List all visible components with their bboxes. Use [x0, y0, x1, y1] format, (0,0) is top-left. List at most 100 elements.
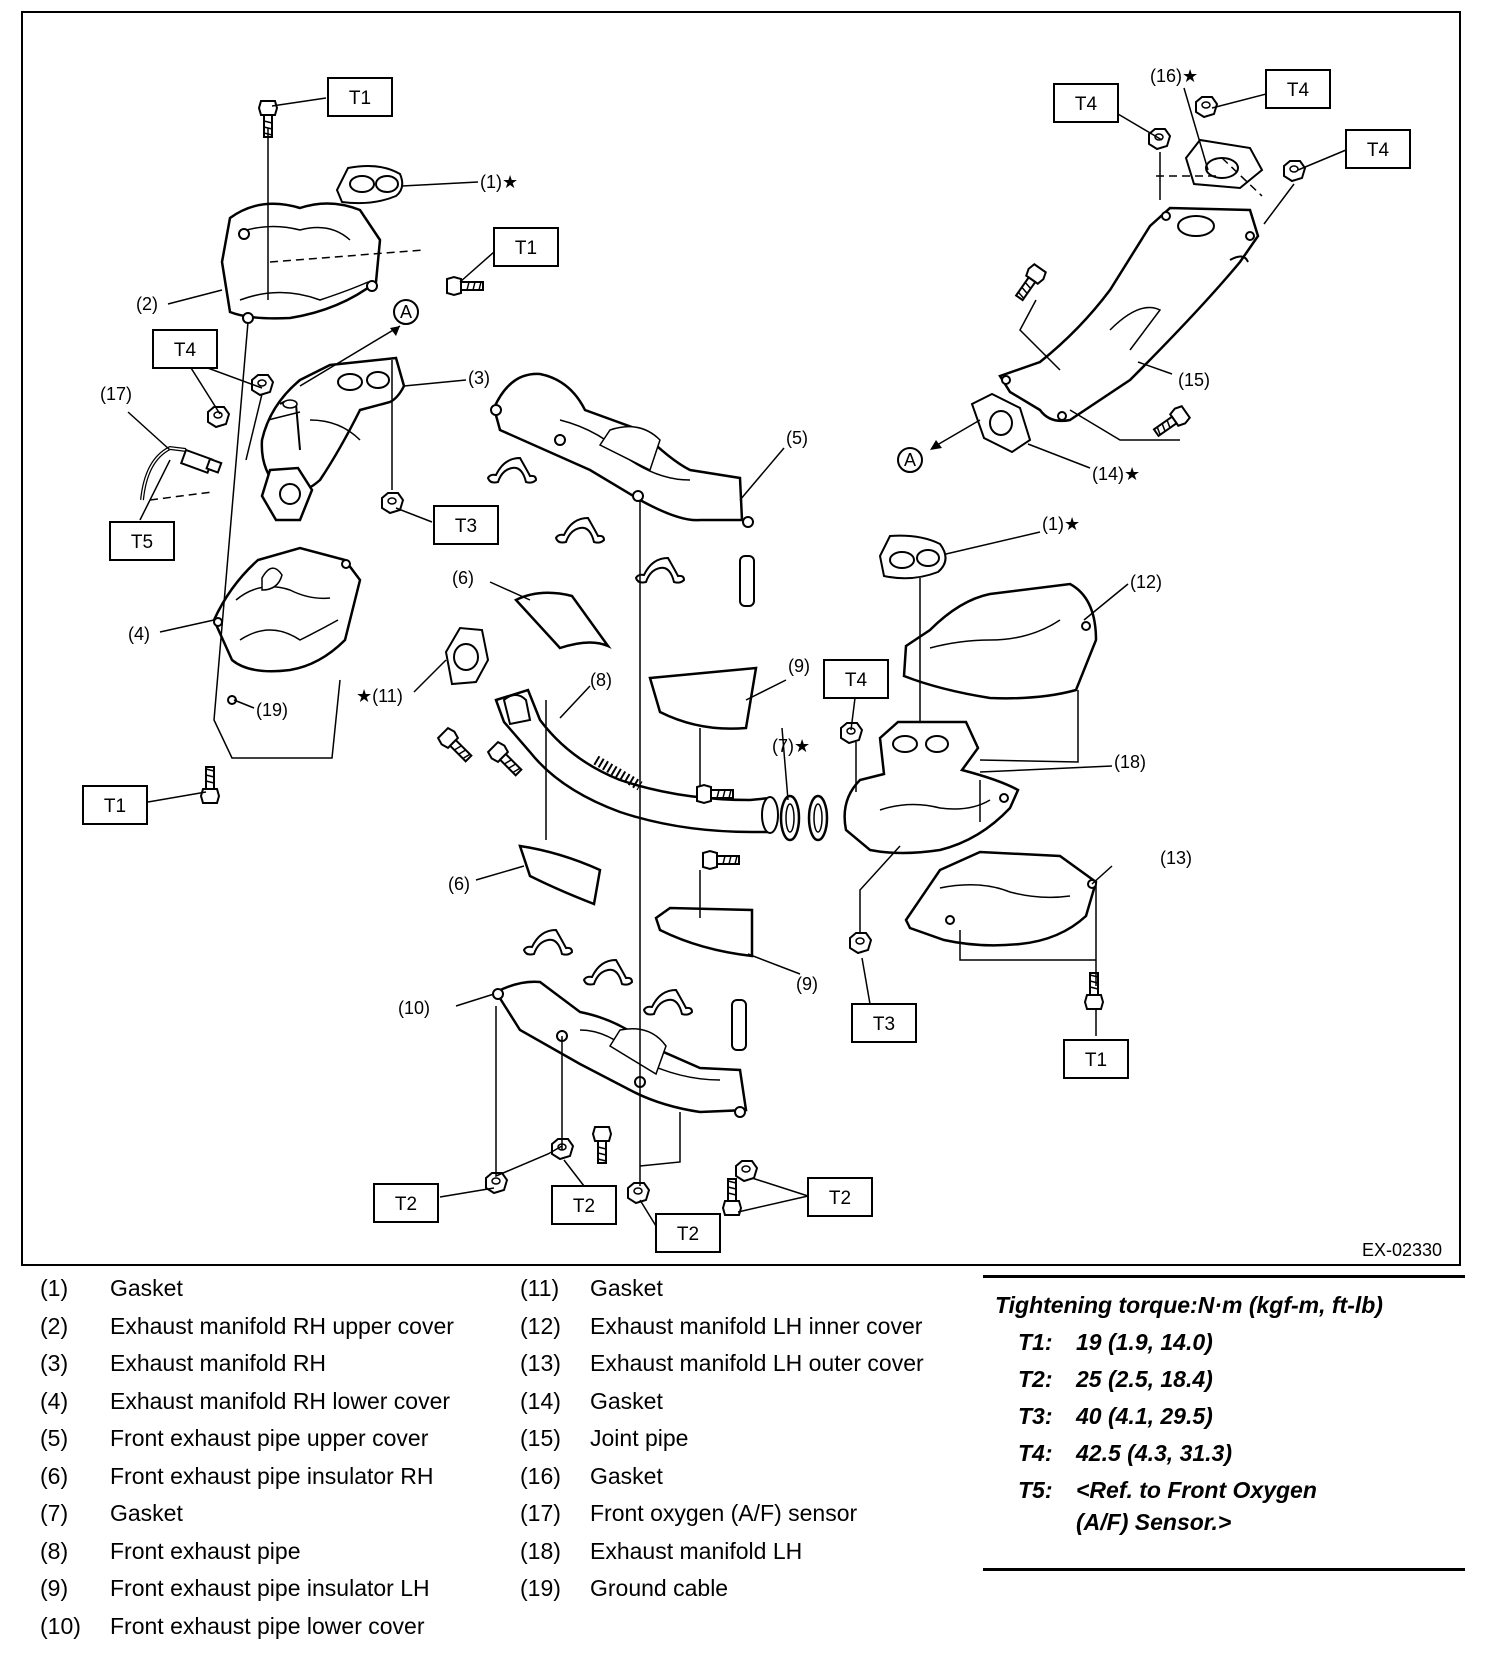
tag-t4-rh: T4 [152, 329, 218, 369]
bolt-t2-c [592, 1126, 612, 1164]
bolt-front-pipe-a [435, 725, 476, 766]
legend-number: (2) [40, 1312, 69, 1339]
legend-number: (1) [40, 1275, 69, 1301]
gasket-rh-upper [335, 165, 404, 205]
joint-pipe [998, 206, 1260, 423]
legend-item: (16)Gasket [520, 1463, 960, 1501]
dashed-reference-lines [149, 157, 1263, 501]
torque-key: T5: [1018, 1477, 1053, 1503]
nut-t3-lh [849, 932, 872, 954]
legend-part-name: Joint pipe [590, 1425, 689, 1451]
tag-t2-b: T2 [551, 1185, 617, 1225]
legend-item: (13)Exhaust manifold LH outer cover [520, 1350, 960, 1388]
callout-6-upper: (6) [452, 568, 474, 588]
legend-item: (17)Front oxygen (A/F) sensor [520, 1500, 960, 1538]
tag-t1-lh: T1 [1063, 1039, 1129, 1079]
gasket-7 [779, 794, 829, 842]
parts-legend-left: (1)Gasket(2)Exhaust manifold RH upper co… [40, 1275, 500, 1650]
front-exhaust-pipe-insulator-rh-upper [513, 591, 612, 650]
tag-t1-bottom-left: T1 [82, 785, 148, 825]
front-exhaust-pipe-lower-cover [492, 980, 748, 1118]
legend-part-name: Gasket [110, 1275, 183, 1301]
legend-item: (10)Front exhaust pipe lower cover [40, 1613, 500, 1651]
tag-t2-c-label: T2 [677, 1224, 699, 1245]
callout-11: ★(11) [356, 686, 403, 706]
legend-part-name: Front exhaust pipe insulator LH [110, 1575, 430, 1601]
hanger-rubber-upper [739, 555, 755, 607]
legend-number: (16) [520, 1462, 561, 1489]
torque-value-cont: (A/F) Sensor.> [1076, 1509, 1232, 1535]
clamp-3 [635, 557, 685, 584]
exploded-view-diagram: A A [21, 11, 1461, 1266]
legend-item: (7)Gasket [40, 1500, 500, 1538]
exhaust-manifold-rh [260, 356, 406, 522]
bolt-t2-f [722, 1178, 742, 1216]
callout-8: (8) [590, 670, 612, 690]
torque-title: Tightening torque:N·m (kgf-m, ft-lb) [995, 1292, 1383, 1318]
callout-19: (19) [256, 700, 288, 720]
legend-item: (5)Front exhaust pipe upper cover [40, 1425, 500, 1463]
tag-t1-cover: T1 [493, 227, 559, 267]
callout-4: (4) [128, 624, 150, 644]
clamp-4 [523, 929, 573, 956]
bolt-joint-b [1150, 403, 1192, 442]
front-exhaust-pipe-insulator-lh-lower [654, 906, 754, 958]
clamp-6 [643, 989, 693, 1016]
clamp-5 [583, 959, 633, 986]
parts-legend-right: (11)Gasket(12)Exhaust manifold LH inner … [520, 1275, 960, 1613]
exhaust-manifold-rh-upper-cover [220, 202, 382, 324]
ref-a-right: A [904, 450, 916, 470]
torque-key: T2: [1018, 1366, 1053, 1392]
legend-number: (11) [520, 1275, 560, 1301]
tag-t1-top: T1 [327, 77, 393, 117]
legend-item: (11)Gasket [520, 1275, 960, 1313]
callout-3: (3) [468, 368, 490, 388]
legend-part-name: Exhaust manifold LH inner cover [590, 1312, 923, 1339]
legend-part-name: Front exhaust pipe insulator RH [110, 1462, 434, 1489]
legend-number: (12) [520, 1312, 561, 1339]
gasket-14 [970, 392, 1032, 454]
clamp-1 [487, 457, 537, 484]
callout-6-lower: (6) [448, 874, 470, 894]
legend-number: (3) [40, 1350, 69, 1376]
legend-item: (12) Exhaust manifold LH inner cover [520, 1313, 960, 1351]
tag-t3-lh: T3 [851, 1003, 917, 1043]
tag-t2-c: T2 [655, 1213, 721, 1253]
legend-number: (4) [40, 1387, 69, 1414]
tag-t3-rh: T3 [433, 505, 499, 545]
legend-part-name: Front exhaust pipe [110, 1537, 301, 1564]
front-exhaust-pipe-upper-cover [490, 372, 754, 528]
legend-number: (14) [520, 1387, 561, 1414]
legend-part-name: Front exhaust pipe upper cover [110, 1425, 429, 1451]
callout-16: (16)★ [1150, 66, 1198, 86]
legend-part-name: Exhaust manifold RH [110, 1350, 327, 1376]
legend-number: (9) [40, 1575, 69, 1601]
gasket-16 [1184, 138, 1264, 190]
tightening-torque-box: Tightening torque:N·m (kgf-m, ft-lb) T1:… [983, 1275, 1465, 1571]
callout-15: (15) [1178, 370, 1210, 390]
tag-t2-a-label: T2 [395, 1194, 417, 1215]
legend-item: (15)Joint pipe [520, 1425, 960, 1463]
legend-part-name: Exhaust manifold RH lower cover [110, 1387, 451, 1414]
tag-t5-label: T5 [131, 532, 153, 553]
torque-value: 19 (1.9, 14.0) [1076, 1329, 1213, 1355]
nut-t4-rh-b [207, 406, 230, 428]
bolt-t1-rh-lower [200, 766, 220, 804]
tag-t4-joint-c-label: T4 [1367, 140, 1390, 161]
tag-t4-center-label: T4 [845, 670, 868, 691]
legend-part-name: Front exhaust pipe lower cover [110, 1612, 425, 1639]
tag-t5: T5 [109, 521, 175, 561]
reference-arrow-a-right: A [897, 419, 981, 473]
callout-9-lower: (9) [796, 974, 818, 994]
legend-number: (6) [40, 1462, 69, 1489]
legend-part-name: Ground cable [590, 1575, 729, 1601]
diagram-frame [21, 11, 1461, 1266]
tag-t2-d: T2 [807, 1177, 873, 1217]
tag-t1-cover-label: T1 [515, 238, 537, 259]
legend-item: (3) Exhaust manifold RH [40, 1350, 500, 1388]
legend-part-name: Gasket [590, 1387, 663, 1414]
tag-t3-rh-label: T3 [455, 516, 477, 537]
torque-key: T4: [1018, 1440, 1053, 1466]
exhaust-manifold-lh-outer-cover [904, 850, 1098, 947]
tag-t4-joint-a: T4 [1053, 83, 1119, 123]
